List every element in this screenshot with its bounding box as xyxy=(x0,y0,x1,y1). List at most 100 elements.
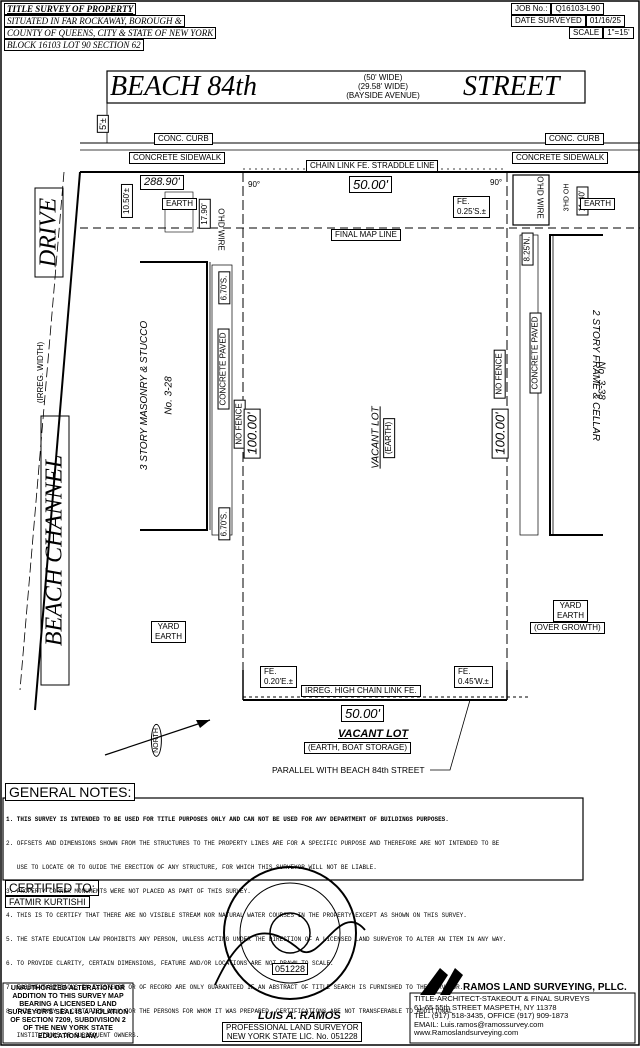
fe-020: FE. 0.20'E.± xyxy=(260,666,298,688)
job-no-value: Q16103-L90 xyxy=(551,3,604,15)
sidewalk-left: CONCRETE SIDEWALK xyxy=(129,152,226,164)
general-notes-heading: GENERAL NOTES: xyxy=(5,783,136,801)
yard-left-label: YARD xyxy=(157,622,180,631)
job-no-label: JOB No.: xyxy=(511,3,552,15)
surveyor-license: NEW YORK STATE LIC. No. 051228 xyxy=(226,1032,358,1041)
north-label: NORTH xyxy=(150,724,162,757)
note-2: 2. OFFSETS AND DIMENSIONS SHOWN FROM THE… xyxy=(6,840,500,847)
title-line-3: COUNTY OF QUEENS, CITY & STATE OF NEW YO… xyxy=(4,27,217,39)
chain-link-top: CHAIN LINK FE. STRADDLE LINE xyxy=(306,160,439,172)
seal-number: 051228 xyxy=(272,963,309,975)
dim-3hd: 3'HD OH xyxy=(563,183,571,212)
title-line-1: TITLE SURVEY OF PROPERTY xyxy=(4,3,137,15)
drive-name-upper: DRIVE xyxy=(34,187,64,278)
ohd-wire-left: O'HD WIRE xyxy=(216,208,226,251)
dim-100-right: 100.00' xyxy=(491,408,509,459)
conc-curb-right: CONC. CURB xyxy=(545,133,604,145)
title-line-4: BLOCK 16103 LOT 90 SECTION 62 xyxy=(4,39,144,51)
yard-right-label: YARD xyxy=(559,601,582,610)
scale-value: 1"=15' xyxy=(603,27,634,39)
street-width: (50' WIDE) (29.58' WIDE) (BAYSIDE AVENUE… xyxy=(338,73,428,100)
drive-line xyxy=(34,171,81,711)
concrete-paved-right: CONCRETE PAVED xyxy=(529,312,542,394)
company-services: TITLE-ARCHITECT-STAKEOUT & FINAL SURVEYS xyxy=(414,994,590,1003)
fe-020-label: FE. xyxy=(264,667,277,676)
scale-label: SCALE xyxy=(569,27,604,39)
concrete-paved-left: CONCRETE PAVED xyxy=(217,328,230,410)
note-1: 1. THIS SURVEY IS INTENDED TO BE USED FO… xyxy=(6,816,449,823)
company-web: www.Ramoslandsurveying.com xyxy=(414,1028,519,1037)
dim-50-top: 50.00' xyxy=(349,176,393,193)
street-name-right: STREET xyxy=(463,71,560,102)
note-2b: USE TO LOCATE OR TO GUIDE THE ERECTION O… xyxy=(6,864,377,871)
vacant-lot-bottom: VACANT LOT xyxy=(338,728,409,740)
fe-020-value: 0.20'E.± xyxy=(264,677,294,686)
building-left-number: No. 3-28 xyxy=(163,376,175,415)
dim-670-bottom: 6.70'S. xyxy=(218,507,231,541)
street-width-3: (BAYSIDE AVENUE) xyxy=(346,91,420,100)
dim-1050: 10.50'± xyxy=(120,184,133,218)
vacant-bottom-sub: (EARTH, BOAT STORAGE) xyxy=(304,742,411,754)
earth-right: EARTH xyxy=(580,198,615,210)
vacant-earth: (EARTH) xyxy=(383,417,396,459)
fe-025-value: 0.25'S.± xyxy=(457,207,487,216)
yard-right: YARD EARTH xyxy=(553,600,588,622)
title-line-2: SITUATED IN FAR ROCKAWAY, BOROUGH & xyxy=(4,15,185,27)
angle-right: 90° xyxy=(490,178,503,187)
company-email: EMAIL: Luis.ramos@ramossurvey.com xyxy=(414,1019,544,1029)
fe-045-label: FE. xyxy=(458,667,471,676)
surveyor-block: PROFESSIONAL LAND SURVEYOR NEW YORK STAT… xyxy=(222,1022,363,1042)
north-arrow-line xyxy=(104,719,211,756)
drive-width: (IRREG. WIDTH) xyxy=(36,341,46,404)
signature xyxy=(214,921,366,986)
street-width-2: (29.58' WIDE) xyxy=(358,82,408,91)
company-name: RAMOS LAND SURVEYING, PLLC. xyxy=(463,982,627,993)
fe-045-value: 0.45'W.± xyxy=(458,677,489,686)
no-fence-right: NO FENCE xyxy=(493,349,506,399)
building-right-outline xyxy=(549,234,603,536)
company-phone: TEL. (917) 518-3435, OFFICE (917) 909-18… xyxy=(414,1011,569,1020)
general-notes: 1. THIS SURVEY IS INTENDED TO BE USED FO… xyxy=(6,800,582,1048)
seal-outer-ring xyxy=(223,866,357,1000)
fe-025: FE. 0.25'S.± xyxy=(453,196,491,218)
final-map-line-label: FINAL MAP LINE xyxy=(331,229,401,241)
dim-5ft: 5'± xyxy=(96,115,109,133)
note-4: 4. THIS IS TO CERTIFY THAT THERE ARE NO … xyxy=(6,912,467,919)
angle-left: 90° xyxy=(248,180,261,189)
parallel-note: PARALLEL WITH BEACH 84th STREET xyxy=(272,765,425,775)
dim-50-bottom: 50.00' xyxy=(341,705,385,722)
dim-670-top: 6.70'S. xyxy=(218,271,231,305)
vacant-lot: VACANT LOT xyxy=(370,406,382,469)
note-8b: INSTITUTIONS OR SUBSEQUENT OWNERS. xyxy=(6,1032,140,1039)
title-block: TITLE SURVEY OF PROPERTY SITUATED IN FAR… xyxy=(4,3,217,51)
surveyor-title: PROFESSIONAL LAND SURVEYOR xyxy=(226,1023,359,1032)
fe-045: FE. 0.45'W.± xyxy=(454,666,493,688)
yard-left: YARD EARTH xyxy=(151,621,186,643)
earth-left: EARTH xyxy=(162,198,197,210)
date-label: DATE SURVEYED xyxy=(511,15,586,27)
note-5: 5. THE STATE EDUCATION LAW PROHIBITS ANY… xyxy=(6,936,507,943)
fe-025-label: FE. xyxy=(457,197,470,206)
ohd-wire-right: O'HD WIRE xyxy=(535,176,545,219)
date-value: 01/16/25 xyxy=(585,15,625,27)
company-logo xyxy=(420,968,448,995)
dim-825: 8.25'N. xyxy=(521,232,534,266)
certified-name: FATMIR KURTISHI xyxy=(5,896,90,908)
yard-right-earth: EARTH xyxy=(557,611,584,620)
certified-heading: CERTIFIED TO: xyxy=(5,880,100,896)
company-info: TITLE-ARCHITECT-STAKEOUT & FINAL SURVEYS… xyxy=(414,994,590,1038)
dim-100-left: 100.00' xyxy=(243,408,261,459)
building-right-number: No. 3-38 xyxy=(595,361,607,400)
street-title-frame xyxy=(106,70,586,104)
note-8: 8. THIS SURVEY IS CERTIFIED ONLY FOR THE… xyxy=(6,1008,453,1015)
dim-1790: 17.90' xyxy=(198,199,211,229)
note-3: 3. PROPERTY CORNER MONUMENTS WERE NOT PL… xyxy=(6,888,251,895)
dim-288: 288.90' xyxy=(140,175,184,190)
company-address: 61-65 55th STREET MASPETH, NY 11378 xyxy=(414,1002,557,1012)
street-name-left: BEACH 84th xyxy=(110,71,257,102)
unauthorized-note: UNAUTHORIZED ALTERATION OR ADDITION TO T… xyxy=(7,985,129,1040)
yard-left-earth: EARTH xyxy=(155,632,182,641)
irreg-fence: IRREG. HIGH CHAIN LINK FE. xyxy=(301,685,421,697)
